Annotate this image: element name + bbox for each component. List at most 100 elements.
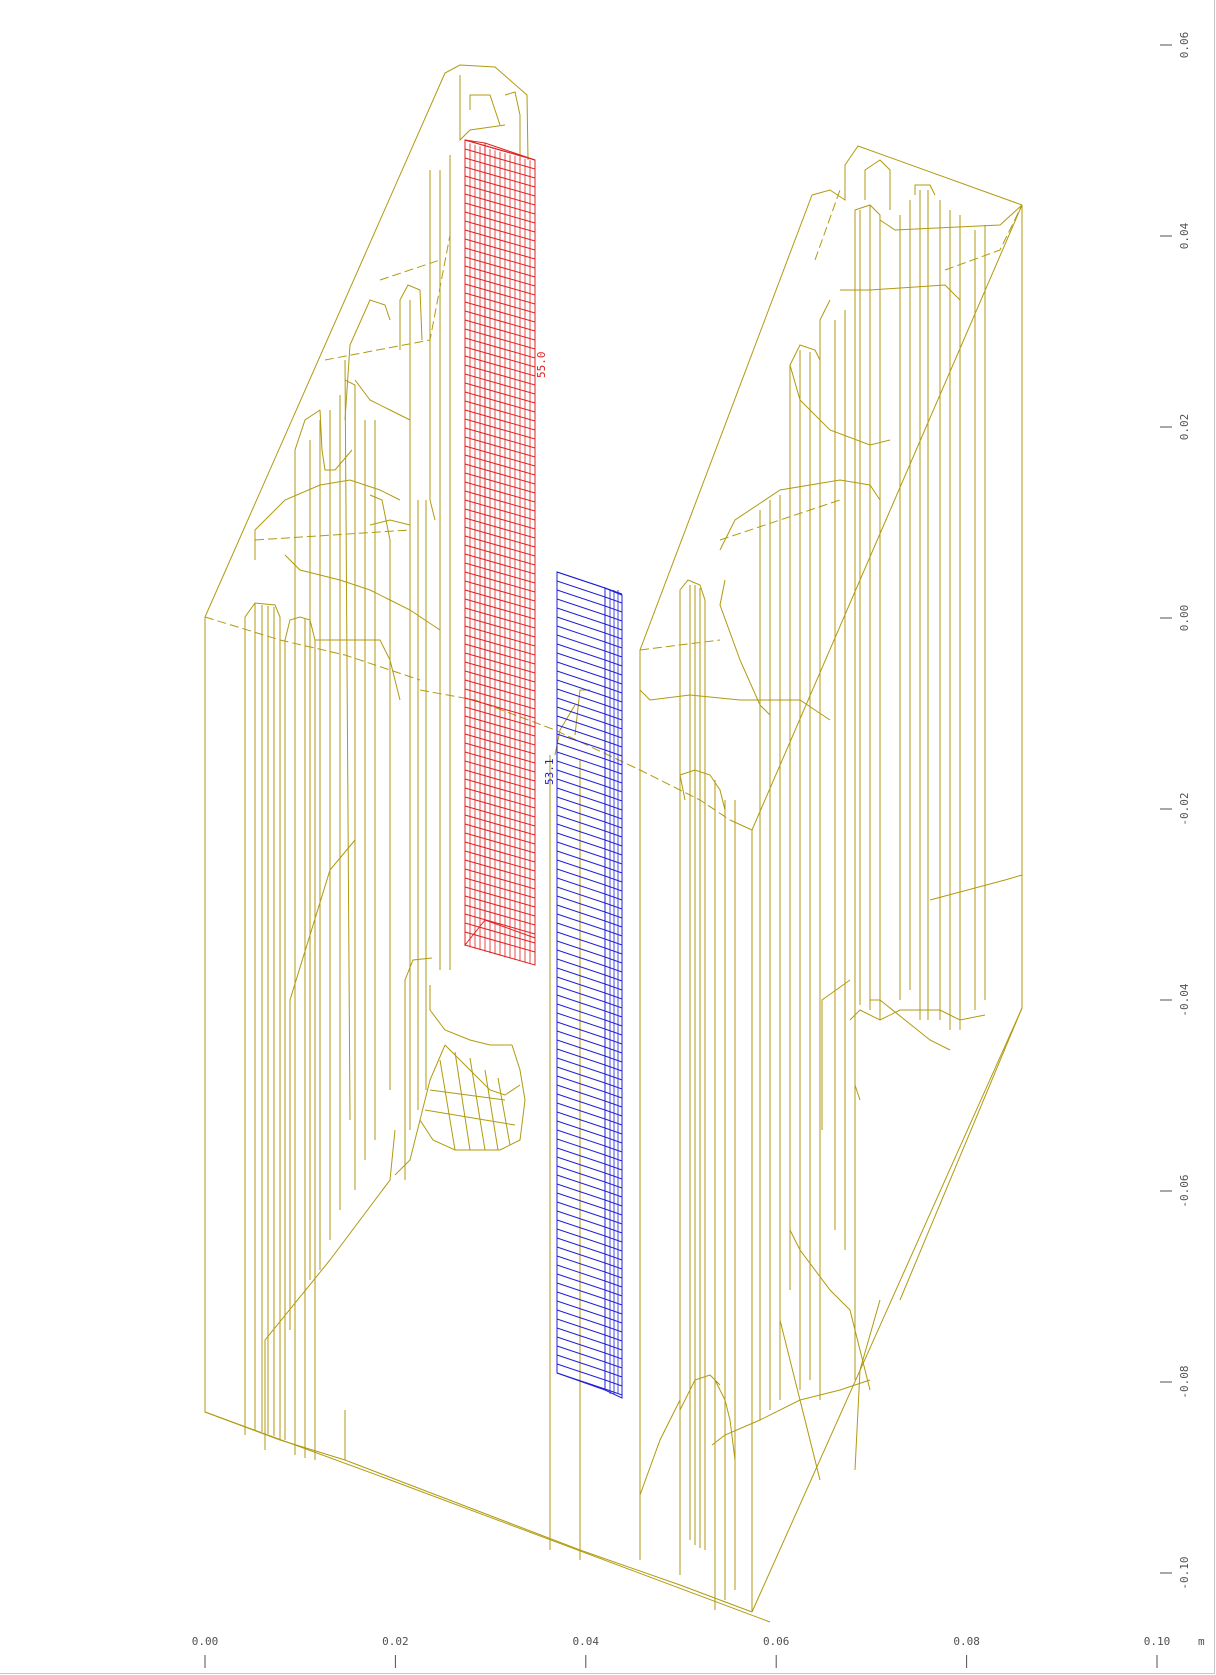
coil-b-turn <box>556 1201 606 1219</box>
right-block-diag <box>751 204 1023 831</box>
coil-b-turn <box>556 616 606 634</box>
right-bottom-edge-2 <box>854 1299 881 1471</box>
coil-b-turn <box>556 994 606 1012</box>
coil-b-turn <box>556 1300 606 1318</box>
y-tick-label: -0.04 <box>1178 983 1191 1016</box>
coil-b-turn <box>556 1219 606 1237</box>
coil-b-turn-side <box>604 1055 623 1063</box>
coil-b-turn <box>556 688 606 706</box>
coil-b-turn <box>556 580 606 598</box>
coil-b-turn <box>556 1237 606 1255</box>
coil-b-turn-side <box>604 740 623 748</box>
coil-b-turn <box>556 742 606 760</box>
right-base-diag <box>751 1007 1023 1613</box>
right-block-front-top <box>639 194 813 1560</box>
coil-b-turn <box>556 751 606 769</box>
coil-b-turn-side <box>604 605 623 613</box>
coil-b-turn <box>556 967 606 985</box>
front-base <box>204 1411 753 1613</box>
center-column-top <box>574 689 590 736</box>
coil-b-turn <box>556 1156 606 1174</box>
coil-b-turn-side <box>604 794 623 802</box>
x-tick-label: 0.04 <box>573 1635 600 1648</box>
coil-b-turn <box>556 940 606 958</box>
coil-b-turn-side <box>604 1361 623 1369</box>
coil-b-turn <box>556 1345 606 1363</box>
coil-b-turn <box>556 571 606 589</box>
coil-b-turn <box>556 1021 606 1039</box>
coil-b-turn-side <box>604 1091 623 1099</box>
coil-b-turn <box>556 850 606 868</box>
coil-b-turn-side <box>604 677 623 685</box>
coil-b-turn <box>556 1075 606 1093</box>
x-tick-label: 0.06 <box>763 1635 790 1648</box>
right-hidden-edge-4 <box>944 204 1023 271</box>
coil-b-turn <box>556 607 606 625</box>
coil-b-turn-side <box>604 1136 623 1144</box>
coil-b-turn <box>556 1066 606 1084</box>
coil-b-turn <box>556 1291 606 1309</box>
coil-b-turn-side <box>604 1388 623 1396</box>
center-tooth <box>394 985 526 1176</box>
coil-b-turn-side <box>604 875 623 883</box>
coil-b-turn-side <box>604 1109 623 1117</box>
coil-b-turn <box>556 1273 606 1291</box>
center-joint <box>729 819 753 831</box>
coil-b-turn-side <box>604 1037 623 1045</box>
coil-b-turn-side <box>604 821 623 829</box>
coil-b-turn <box>556 724 606 742</box>
coil-b-turn-side <box>604 704 623 712</box>
coil-b-turn-side <box>604 884 623 892</box>
coil-b-turn <box>556 904 606 922</box>
coil-b-turn <box>556 1057 606 1075</box>
coil-b-turn-side <box>604 1028 623 1036</box>
coil-b-turn <box>556 814 606 832</box>
coil-b-turn-side <box>604 596 623 604</box>
coil-b-turn-side <box>604 812 623 820</box>
coil-b-turn <box>556 1282 606 1300</box>
coil-b-turn-side <box>604 758 623 766</box>
coil-b-turn-side <box>604 1379 623 1387</box>
coil-b-turn-side <box>604 1064 623 1072</box>
coil-b-turn-side <box>604 1325 623 1333</box>
coil-b-turn-side <box>604 1001 623 1009</box>
coil-b-turn <box>556 958 606 976</box>
coil-b-turn <box>556 841 606 859</box>
coil-b-turn-side <box>604 614 623 622</box>
coil-b-turn <box>556 715 606 733</box>
coil-b-turn-side <box>604 1352 623 1360</box>
coil-b-turn <box>556 1174 606 1192</box>
y-tick-label: 0.04 <box>1178 222 1191 249</box>
coil-b-turn <box>556 1084 606 1102</box>
coil-b-turn-side <box>604 1370 623 1378</box>
coil-b-turn-side <box>604 848 623 856</box>
coil-b-turn-side <box>604 668 623 676</box>
coil-b-turn <box>556 1363 606 1381</box>
coil-b-turn <box>556 706 606 724</box>
coil-b-turn-side <box>604 830 623 838</box>
coil-b-turn <box>556 1309 606 1327</box>
coil-b-turn-side <box>604 1334 623 1342</box>
coil-b-turn-side <box>604 623 623 631</box>
coil-b-turn <box>556 868 606 886</box>
x-tick-label: 0.08 <box>953 1635 980 1648</box>
coil-b-turn-side <box>604 1010 623 1018</box>
coil-b-turn <box>556 1003 606 1021</box>
coil-b-turn-side <box>604 1235 623 1243</box>
left-hidden-edge-3 <box>324 234 451 361</box>
coil-b-turn <box>556 769 606 787</box>
coil-b-turn <box>556 1372 606 1390</box>
coil-b-turn-side <box>604 749 623 757</box>
coil-b-turn-side <box>604 902 623 910</box>
coil-b-turn <box>556 1246 606 1264</box>
coil-b-turn <box>556 877 606 895</box>
coil-b-turn <box>556 976 606 994</box>
coil-b-turn <box>556 805 606 823</box>
coil-b-turn-side <box>604 1100 623 1108</box>
coil-b-turn <box>556 1039 606 1057</box>
coil-b-turn-side <box>604 983 623 991</box>
coil-b-turn <box>556 661 606 679</box>
